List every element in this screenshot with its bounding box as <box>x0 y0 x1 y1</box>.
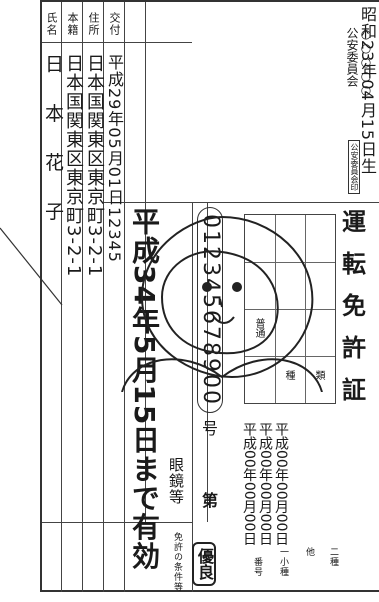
category-grid: 普通 種 類 <box>244 214 336 404</box>
col-divider-7 <box>207 202 208 522</box>
grid-label-futsu: 普通 <box>253 318 264 338</box>
label-name: 氏名 <box>45 12 58 36</box>
col-divider-3 <box>103 2 104 592</box>
category-label-2: 他 <box>304 547 314 557</box>
expiry-date: 平成34年5月15日まで有効 <box>128 207 161 571</box>
col-divider-2 <box>82 2 83 592</box>
label-domicile: 本籍 <box>66 12 79 36</box>
label-issued: 交付 <box>108 12 121 36</box>
conditions-value: 眼鏡等 <box>167 457 185 505</box>
issue-number: 12345 <box>105 207 124 263</box>
number-suffix: 号 <box>199 420 218 436</box>
date-3: 平成00年00月00日 <box>273 422 289 546</box>
title-char-2: 転 <box>342 250 366 278</box>
photo-divider <box>102 202 379 203</box>
issuer-name: 公安委員会 <box>345 27 359 87</box>
col-divider-6 <box>192 202 193 592</box>
label-address: 住所 <box>87 12 100 36</box>
seal: 公安委員会印 <box>348 140 360 194</box>
col-divider-5 <box>145 2 146 522</box>
holder-name: 日 本 花 子 <box>42 54 64 233</box>
license-card: 氏名 本籍 住所 交付 日 本 花 子 日本国関東区東京町3-2-1 日本国関東… <box>40 0 379 592</box>
excellent-badge: 優良 <box>192 542 216 586</box>
issue-date: 平成29年05月01日 <box>105 54 124 207</box>
grid-label-rui: 類 <box>313 370 324 380</box>
category-label-3: 二種 <box>328 547 338 567</box>
header-divider <box>42 42 192 43</box>
issuer-circles: ○○○○○ <box>359 27 373 97</box>
col-divider-4 <box>124 2 125 592</box>
domicile-value: 日本国関東区東京町3-2-1 <box>63 54 84 278</box>
birth-date: 昭和23年04月15日生 <box>358 6 377 176</box>
portrait-photo <box>102 207 342 392</box>
category-label-1: 一小種 <box>278 547 288 577</box>
title-char-1: 運 <box>342 208 366 236</box>
portrait-icon <box>121 215 323 392</box>
grid-label-shu: 種 <box>283 370 294 380</box>
address-value: 日本国関東区東京町3-2-1 <box>84 54 105 278</box>
number-no-label: 番号 <box>252 557 262 577</box>
label-conditions: 免許の条件等 <box>172 532 182 592</box>
title-char-3: 免 <box>342 292 366 320</box>
bottom-divider <box>42 522 192 523</box>
date-1: 平成00年00月00日 <box>241 422 257 546</box>
title-char-5: 証 <box>342 376 366 404</box>
title-char-4: 許 <box>342 334 366 362</box>
date-2: 平成00年00月00日 <box>257 422 273 546</box>
license-number-label: 第 <box>199 492 218 508</box>
